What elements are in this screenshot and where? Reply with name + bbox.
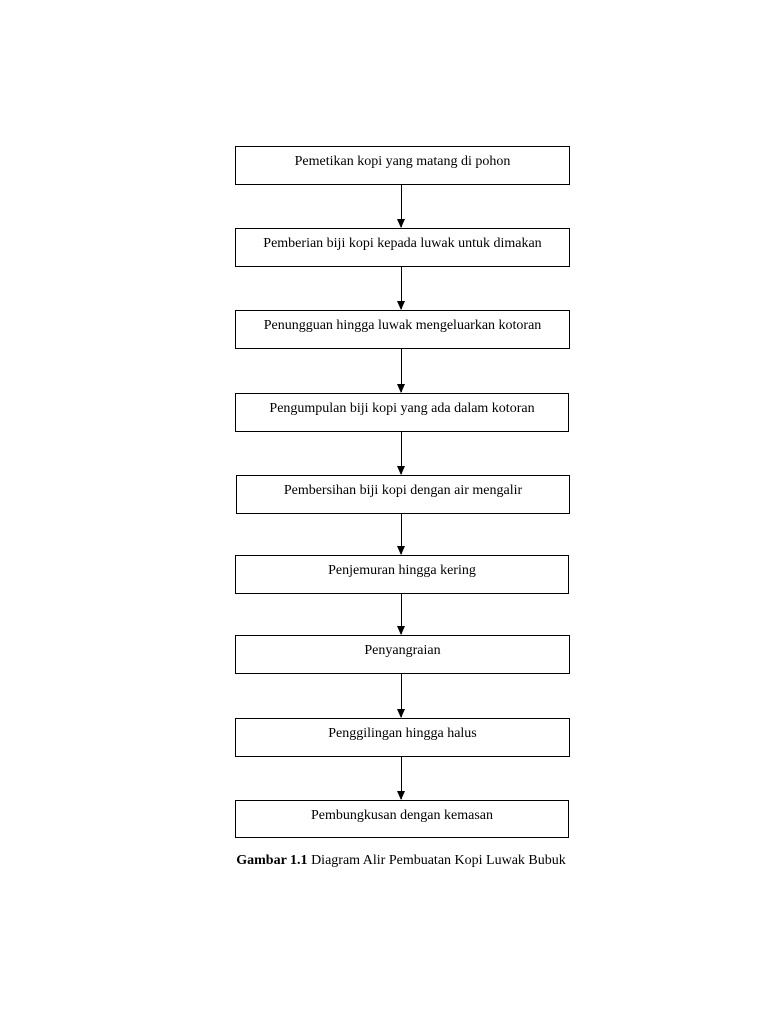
- flow-step-3: Penungguan hingga luwak mengeluarkan kot…: [235, 310, 570, 349]
- flow-step-2-label: Pemberian biji kopi kepada luwak untuk d…: [263, 236, 542, 251]
- flow-arrow-8-9: [397, 757, 405, 800]
- flow-step-7-label: Penyangraian: [364, 643, 441, 658]
- flow-step-6-label: Penjemuran hingga kering: [328, 563, 476, 578]
- flow-step-9-label: Pembungkusan dengan kemasan: [311, 808, 493, 823]
- flow-step-4-label: Pengumpulan biji kopi yang ada dalam kot…: [269, 401, 535, 416]
- flow-step-9: Pembungkusan dengan kemasan: [235, 800, 569, 838]
- flow-step-6: Penjemuran hingga kering: [235, 555, 569, 594]
- figure-caption-text: Diagram Alir Pembuatan Kopi Luwak Bubuk: [307, 853, 566, 868]
- flow-step-4: Pengumpulan biji kopi yang ada dalam kot…: [235, 393, 569, 432]
- flow-step-8-label: Penggilingan hingga halus: [328, 726, 477, 741]
- flow-arrow-7-8: [397, 674, 405, 718]
- flow-step-7: Penyangraian: [235, 635, 570, 674]
- flow-arrow-3-4: [397, 349, 405, 393]
- figure-caption-label: Gambar 1.1: [236, 853, 308, 868]
- flow-step-2: Pemberian biji kopi kepada luwak untuk d…: [235, 228, 570, 267]
- flow-arrow-1-2: [397, 185, 405, 228]
- flow-step-5-label: Pembersihan biji kopi dengan air mengali…: [283, 483, 523, 498]
- flow-step-8: Penggilingan hingga halus: [235, 718, 570, 757]
- flow-step-5: Pembersihan biji kopi dengan air mengali…: [236, 475, 570, 514]
- flow-step-3-label: Penungguan hingga luwak mengeluarkan kot…: [263, 318, 542, 333]
- flow-arrow-4-5: [397, 432, 405, 475]
- flow-step-1: Pemetikan kopi yang matang di pohon: [235, 146, 570, 185]
- figure-caption: Gambar 1.1 Diagram Alir Pembuatan Kopi L…: [0, 852, 768, 870]
- flow-step-1-label: Pemetikan kopi yang matang di pohon: [294, 154, 511, 169]
- flow-arrow-5-6: [397, 514, 405, 555]
- flow-arrow-2-3: [397, 267, 405, 310]
- flow-arrow-6-7: [397, 594, 405, 635]
